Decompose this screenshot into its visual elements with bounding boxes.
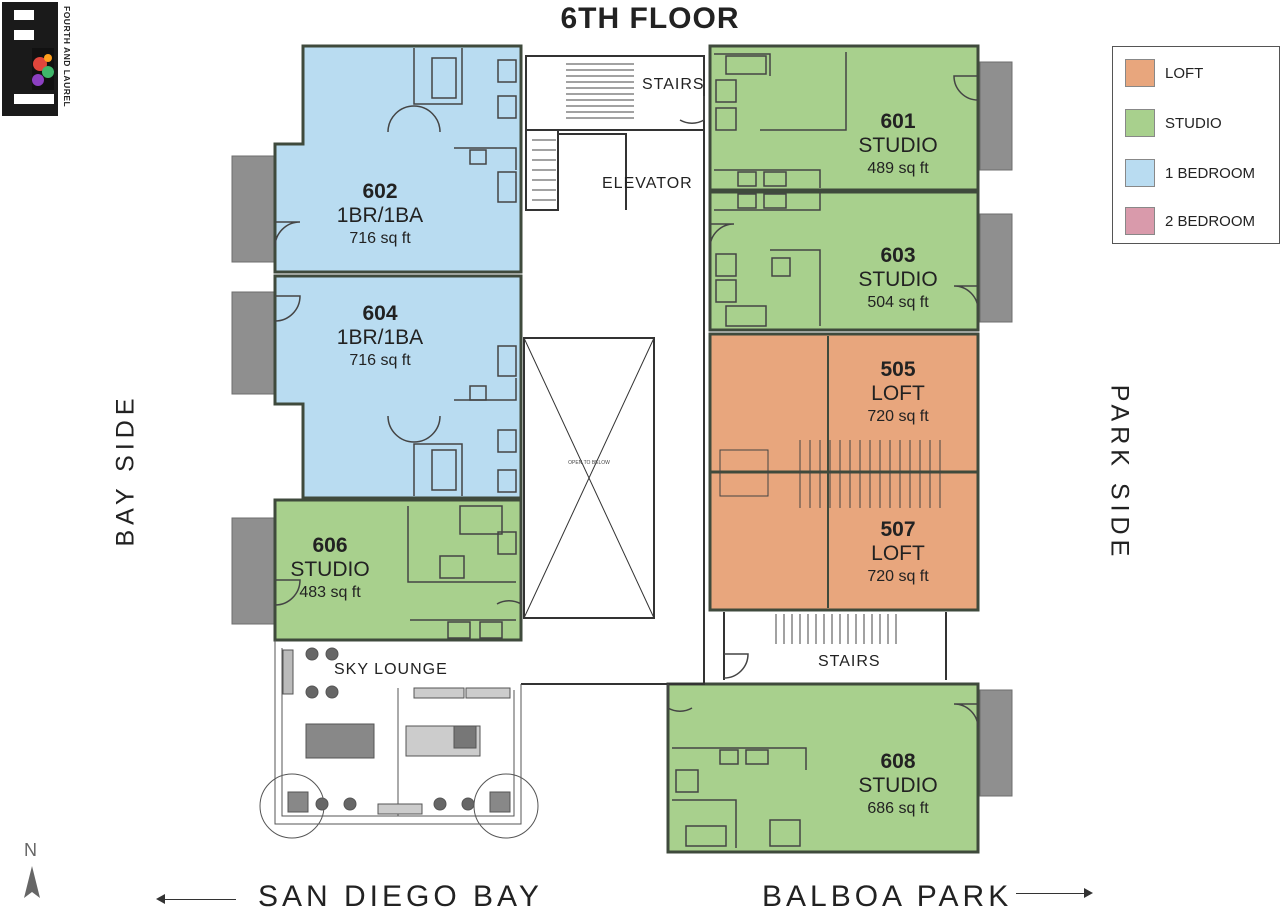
legend-swatch-1-bedroom: [1125, 159, 1155, 187]
unit-type: LOFT: [871, 542, 925, 566]
unit-number: 603: [880, 244, 916, 267]
unit-area: 716 sq ft: [349, 352, 411, 370]
page-title: 6TH FLOOR: [560, 2, 740, 35]
park-arrow-head: [1084, 888, 1093, 898]
unit-602-area: [273, 44, 523, 274]
compass-north-label: N: [24, 840, 37, 860]
unit-type: 1BR/1BA: [336, 204, 424, 228]
elevator-label: ELEVATOR: [602, 175, 693, 192]
unit-number: 606: [312, 534, 348, 557]
legend-swatch-studio: [1125, 109, 1155, 137]
unit-area: 716 sq ft: [349, 230, 411, 248]
legend-swatch-2-bedroom: [1125, 207, 1155, 235]
core-walls: [521, 55, 947, 685]
open-below-label: OPEN TO BELOW: [568, 460, 610, 466]
door-swings: [274, 75, 979, 729]
unit-608-label: 608 STUDIO 686 sq ft: [838, 750, 958, 819]
unit-area: 489 sq ft: [867, 160, 929, 178]
legend: LOFT STUDIO 1 BEDROOM 2 BEDROOM: [1112, 46, 1280, 244]
legend-item-loft: LOFT: [1125, 59, 1203, 87]
balcony-604: [231, 291, 275, 395]
stairs-bottom-treads: [775, 614, 897, 644]
park-arrow-line: [1016, 893, 1086, 894]
balcony-608: [979, 689, 1013, 797]
unit-number: 601: [880, 110, 916, 133]
balcony-606: [231, 517, 275, 625]
unit-507-label: 507 LOFT 720 sq ft: [838, 518, 958, 587]
park-side-label: PARK SIDE: [1105, 384, 1134, 562]
bay-arrow-line: [160, 899, 236, 900]
unit-type: STUDIO: [858, 774, 938, 798]
balcony-602: [231, 155, 275, 263]
bay-side-label: BAY SIDE: [111, 393, 140, 547]
legend-label: STUDIO: [1165, 114, 1222, 132]
unit-608-area: [666, 682, 980, 854]
unit-603-label: 603 STUDIO 504 sq ft: [838, 244, 958, 313]
balcony-601: [979, 61, 1013, 171]
unit-area: 720 sq ft: [867, 568, 929, 586]
legend-item-1-bedroom: 1 BEDROOM: [1125, 159, 1255, 187]
legend-label: 1 BEDROOM: [1165, 164, 1256, 182]
unit-area: 720 sq ft: [867, 408, 929, 426]
unit-number: 604: [362, 302, 398, 325]
unit-number: 608: [880, 750, 916, 773]
loft-stairs: [719, 336, 941, 608]
san-diego-bay-label: SAN DIEGO BAY: [258, 880, 543, 913]
unit-fills: [273, 44, 980, 854]
unit-604-label: 604 1BR/1BA 716 sq ft: [310, 302, 450, 371]
interior-fixtures: [387, 48, 847, 848]
unit-type: LOFT: [871, 382, 925, 406]
unit-507-area: [708, 470, 980, 612]
legend-item-studio: STUDIO: [1125, 109, 1222, 137]
unit-number: 505: [880, 358, 916, 381]
unit-area: 483 sq ft: [299, 584, 361, 602]
unit-601-label: 601 STUDIO 489 sq ft: [838, 110, 958, 179]
unit-601-area: [708, 44, 980, 192]
legend-label: 2 BEDROOM: [1165, 212, 1256, 230]
unit-area: 686 sq ft: [867, 800, 929, 818]
stairs-top-treads: [532, 63, 634, 201]
sky-lounge-drawing: [259, 640, 539, 839]
unit-602-label: 602 1BR/1BA 716 sq ft: [310, 180, 450, 249]
unit-603-area: [708, 190, 980, 332]
legend-swatch-loft: [1125, 59, 1155, 87]
unit-number: 602: [362, 180, 398, 203]
unit-type: STUDIO: [858, 134, 938, 158]
stairs-top-label: STAIRS: [642, 76, 705, 93]
logo: [2, 2, 58, 116]
sky-lounge-label: SKY LOUNGE: [334, 661, 448, 678]
balboa-park-label: BALBOA PARK: [762, 880, 1013, 913]
unit-area: 504 sq ft: [867, 294, 929, 312]
unit-type: 1BR/1BA: [336, 326, 424, 350]
balconies: [231, 61, 1013, 797]
unit-505-label: 505 LOFT 720 sq ft: [838, 358, 958, 427]
legend-item-2-bedroom: 2 BEDROOM: [1125, 207, 1255, 235]
legend-label: LOFT: [1165, 64, 1204, 82]
unit-number: 507: [880, 518, 916, 541]
stairs-bottom-label: STAIRS: [818, 653, 881, 670]
bay-arrow-head: [156, 894, 165, 904]
logo-text: FOURTH AND LAUREL: [62, 6, 72, 108]
unit-type: STUDIO: [290, 558, 370, 582]
unit-604-area: [273, 274, 523, 500]
unit-type: STUDIO: [858, 268, 938, 292]
balcony-603: [979, 213, 1013, 323]
north-arrow: [24, 866, 40, 898]
unit-606-area: [273, 498, 523, 642]
unit-606-label: 606 STUDIO 483 sq ft: [270, 534, 390, 603]
